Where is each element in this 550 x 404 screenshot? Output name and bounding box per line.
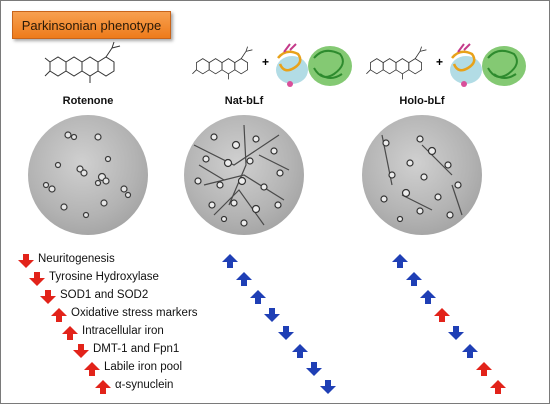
arrow-down-icon xyxy=(29,272,45,286)
arrow-down-icon xyxy=(264,308,280,322)
lactoferrin-protein-icon xyxy=(276,43,352,87)
micrograph-rotenone xyxy=(28,115,148,235)
arrow-up-icon xyxy=(462,344,478,358)
arrow-up-icon xyxy=(406,272,422,286)
arrow-up-icon xyxy=(84,362,100,376)
arrow-up-icon xyxy=(420,290,436,304)
marker-label: DMT-1 and Fpn1 xyxy=(93,343,180,355)
arrow-up-icon xyxy=(95,380,111,394)
rotenone-structure-icon xyxy=(366,46,427,80)
condition-label-nat-blf: Nat-bLf xyxy=(224,95,264,107)
rotenone-structure-icon xyxy=(44,41,121,83)
arrow-down-icon xyxy=(306,362,322,376)
arrow-up-icon xyxy=(250,290,266,304)
arrow-up-icon xyxy=(392,254,408,268)
title-text: Parkinsonian phenotype xyxy=(21,17,162,33)
arrow-up-icon xyxy=(292,344,308,358)
condition-label-rotenone: Rotenone xyxy=(62,95,114,107)
arrow-up-icon xyxy=(222,254,238,268)
marker-label: Neuritogenesis xyxy=(38,253,115,265)
micrograph-holo-blf xyxy=(362,115,482,235)
arrow-up-icon xyxy=(476,362,492,376)
arrow-down-icon xyxy=(448,326,464,340)
plus-sign: + xyxy=(262,55,270,69)
marker-label: α-synuclein xyxy=(115,379,174,391)
arrow-down-icon xyxy=(18,254,34,268)
arrow-down-icon xyxy=(40,290,56,304)
arrow-down-icon xyxy=(320,380,336,394)
marker-label: Labile iron pool xyxy=(104,361,183,373)
marker-label: Oxidative stress markers xyxy=(71,307,198,319)
arrow-down-icon xyxy=(73,344,89,358)
micrograph-nat-blf xyxy=(184,115,304,235)
marker-label: SOD1 and SOD2 xyxy=(60,289,149,301)
lactoferrin-protein-icon xyxy=(450,43,526,87)
marker-label: Intracellular iron xyxy=(82,325,164,337)
condition-label-holo-blf: Holo-bLf xyxy=(399,95,445,107)
arrow-up-icon xyxy=(490,380,506,394)
title-box: Parkinsonian phenotype xyxy=(12,11,171,39)
arrow-down-icon xyxy=(278,326,294,340)
arrow-up-icon xyxy=(62,326,78,340)
arrow-up-icon xyxy=(434,308,450,322)
plus-sign: + xyxy=(436,55,444,69)
arrow-up-icon xyxy=(236,272,252,286)
marker-label: Tyrosine Hydroxylase xyxy=(49,271,159,283)
rotenone-structure-icon xyxy=(192,46,253,80)
arrow-up-icon xyxy=(51,308,67,322)
